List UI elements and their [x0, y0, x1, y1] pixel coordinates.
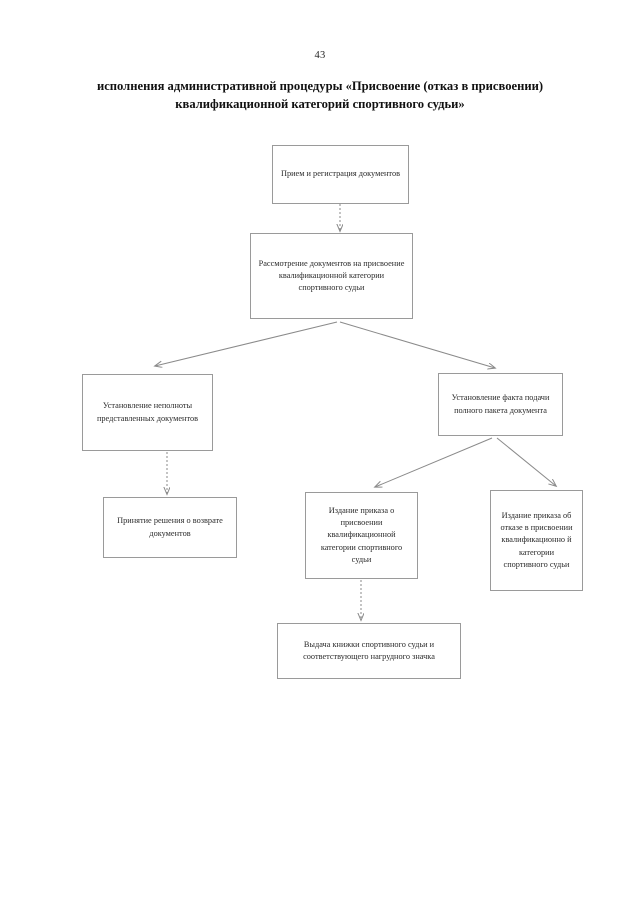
- connector-n4-n6: [375, 437, 493, 487]
- node-label: Установление факта подачи полного пакета…: [451, 393, 550, 415]
- node-review-documents[interactable]: Рассмотрение документов на присвоение кв…: [250, 233, 413, 319]
- node-label: Издание приказа об отказе в присвоении к…: [500, 511, 573, 569]
- page-title: исполнения административной процедуры «П…: [96, 79, 544, 111]
- node-label: Прием и регистрация документов: [280, 169, 401, 179]
- node-incomplete-documents[interactable]: Установление неполноты представленных до…: [82, 374, 213, 451]
- node-order-award-category[interactable]: Издание приказа о присвоении квалификаци…: [305, 492, 418, 579]
- connector-n2-n4: [339, 321, 495, 368]
- node-order-refuse-category[interactable]: Издание приказа об отказе в присвоении к…: [490, 490, 583, 591]
- node-issue-judge-book-badge[interactable]: Выдача книжки спортивного судьи и соотве…: [277, 623, 461, 679]
- node-return-documents-decision[interactable]: Принятие решения о возврате документов: [103, 497, 237, 558]
- node-label: Выдача книжки спортивного судьи и соотве…: [303, 639, 435, 661]
- node-label: Принятие решения о возврате документов: [117, 516, 223, 538]
- connector-n4-n7: [496, 437, 556, 486]
- connector-n2-n3: [155, 321, 338, 366]
- node-receive-register-documents[interactable]: Прием и регистрация документов: [272, 145, 409, 204]
- node-label: Рассмотрение документов на присвоение кв…: [258, 258, 405, 293]
- node-label: Установление неполноты представленных до…: [96, 401, 199, 423]
- node-complete-package[interactable]: Установление факта подачи полного пакета…: [438, 373, 563, 436]
- node-label: Издание приказа о присвоении квалификаци…: [320, 506, 403, 564]
- page-number: 43: [314, 50, 326, 61]
